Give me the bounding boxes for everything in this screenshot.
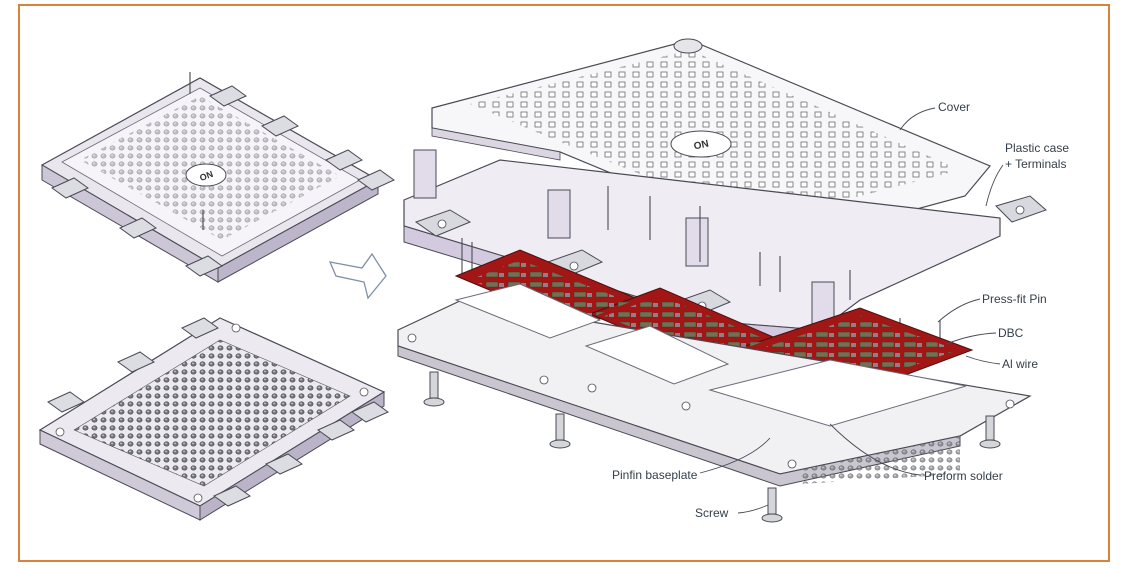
label-cover: Cover	[938, 100, 971, 114]
label-al-wire: Al wire	[1002, 357, 1039, 371]
label-pinfin-baseplate: Pinfin baseplate	[612, 468, 698, 482]
cover-part: ON	[431, 38, 991, 247]
label-press-fit-pin: Press-fit Pin	[982, 292, 1047, 306]
label-screw: Screw	[695, 506, 729, 520]
label-preform-solder: Preform solder	[924, 469, 1003, 483]
label-terminals: + Terminals	[1005, 157, 1067, 171]
preform-solder-sheets	[454, 283, 967, 427]
label-dbc: DBC	[998, 326, 1024, 340]
label-plastic-case: Plastic case	[1005, 141, 1070, 155]
screws	[423, 371, 1001, 523]
assembled-module-bottom-view	[38, 317, 389, 521]
leader-lines	[699, 107, 1004, 514]
assembled-module-top-view: ON	[40, 72, 395, 283]
svg-text:ON: ON	[693, 139, 710, 153]
plastic-case-part	[403, 149, 1047, 347]
pinfin-baseplate-part	[397, 283, 1032, 487]
onsemi-logo: ON	[198, 169, 214, 183]
arrow-icon	[328, 252, 387, 300]
